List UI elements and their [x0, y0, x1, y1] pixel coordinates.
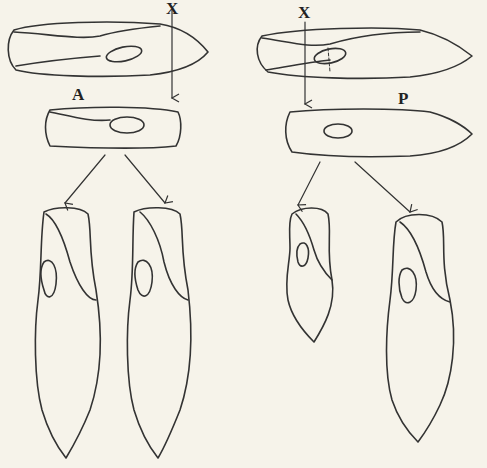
oral-groove	[46, 214, 96, 300]
fragment-label: A	[72, 86, 84, 103]
oral-groove	[50, 112, 110, 120]
oral-groove	[262, 32, 420, 45]
nucleus	[110, 117, 144, 133]
oral-groove	[296, 214, 332, 280]
nucleus	[297, 243, 309, 266]
nucleus	[105, 43, 143, 64]
regenerated-organism	[387, 215, 454, 443]
arrow	[355, 162, 410, 212]
organism-outline	[8, 22, 208, 76]
arrow	[298, 162, 320, 205]
cut-line	[304, 22, 305, 104]
cut-label: X	[298, 4, 310, 21]
oral-groove	[16, 56, 100, 66]
fragment-outline	[46, 107, 181, 148]
arrow	[125, 155, 165, 203]
cut-guide	[328, 48, 330, 72]
oral-groove	[400, 222, 450, 302]
fragment-label: P	[398, 90, 408, 107]
regenerated-organism	[287, 208, 333, 342]
nucleus	[313, 46, 347, 66]
oral-groove	[14, 26, 160, 37]
nucleus	[399, 268, 416, 302]
organism-outline	[257, 28, 472, 78]
nucleus	[41, 260, 56, 296]
arrow	[65, 155, 105, 203]
fragment-outline	[286, 109, 472, 157]
nucleus	[324, 124, 352, 138]
cut-line	[171, 10, 172, 98]
regenerated-organism	[127, 208, 190, 458]
nucleus	[135, 260, 152, 296]
oral-groove	[140, 212, 188, 300]
regenerated-organism	[35, 208, 100, 458]
oral-groove	[266, 60, 330, 70]
cut-label: X	[166, 0, 178, 17]
